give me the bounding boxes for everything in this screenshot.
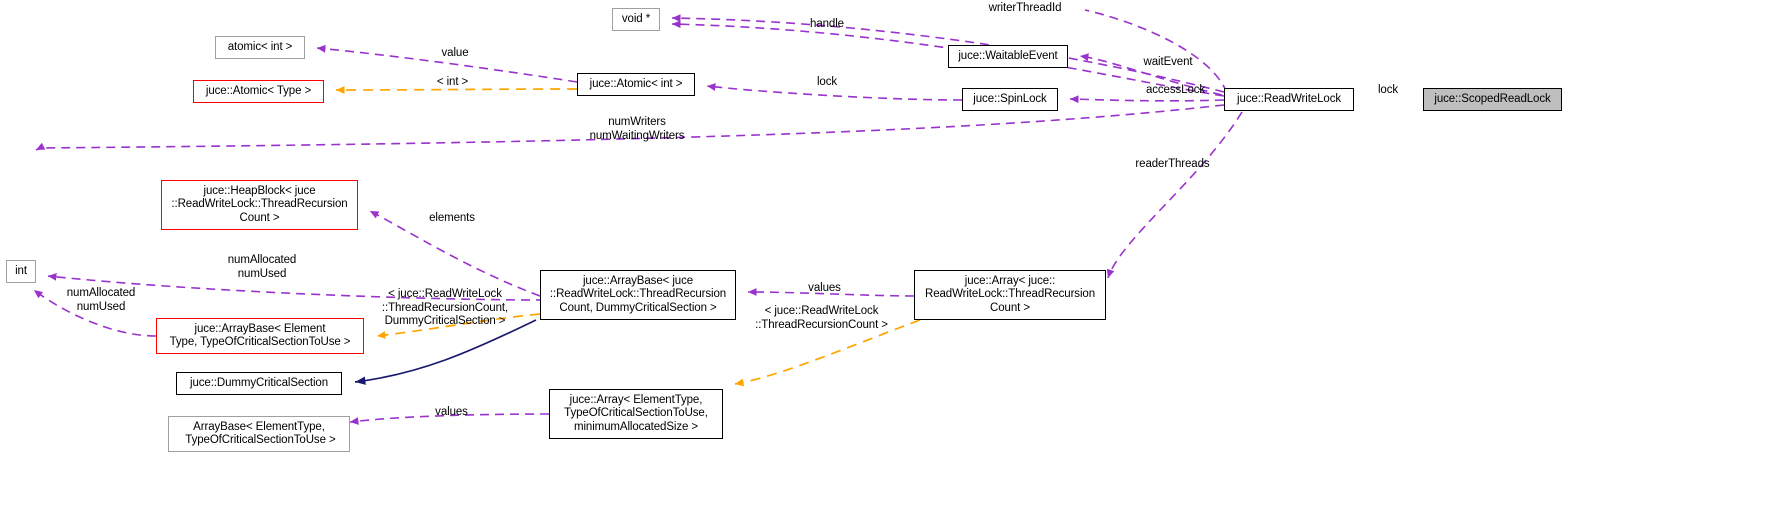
- node-dummycriticalsection[interactable]: juce::DummyCriticalSection: [176, 372, 342, 395]
- node-arraybase-threadrecursioncount[interactable]: juce::ArrayBase< juce ::ReadWriteLock::T…: [540, 270, 736, 320]
- edge-label-num-allocated-arraybase: numAllocated numUsed: [66, 287, 136, 313]
- node-arraybase-plain[interactable]: ArrayBase< ElementType, TypeOfCriticalSe…: [168, 416, 350, 452]
- inheritance-edges: [354, 319, 537, 385]
- template-edges: [335, 86, 921, 387]
- node-atomic-int-juce[interactable]: juce::Atomic< int >: [577, 73, 695, 96]
- node-arraybase-elementtype[interactable]: juce::ArrayBase< Element Type, TypeOfCri…: [156, 318, 364, 354]
- node-void-ptr[interactable]: void *: [612, 8, 660, 31]
- node-readwritelock[interactable]: juce::ReadWriteLock: [1224, 88, 1354, 111]
- edge-label-handle: handle: [810, 18, 844, 30]
- edge-label-values-array-trc: values: [808, 282, 841, 294]
- node-heapblock[interactable]: juce::HeapBlock< juce ::ReadWriteLock::T…: [161, 180, 358, 230]
- edge-label-values-array-element: values: [435, 406, 468, 418]
- node-array-elementtype[interactable]: juce::Array< ElementType, TypeOfCritical…: [549, 389, 723, 439]
- edge-label-lock-scopedreadlock: lock: [1377, 84, 1399, 96]
- edge-label-num-writers: numWriters numWaitingWriters: [589, 116, 685, 142]
- node-array-threadrecursioncount[interactable]: juce::Array< juce:: ReadWriteLock::Threa…: [914, 270, 1106, 320]
- edge-label-lock-spinlock: lock: [816, 76, 838, 88]
- node-waitable-event[interactable]: juce::WaitableEvent: [948, 45, 1068, 68]
- node-int[interactable]: int: [6, 260, 36, 283]
- edge-label-access-lock: accessLock: [1145, 84, 1206, 96]
- edge-label-num-allocated-heapblock: numAllocated numUsed: [227, 254, 297, 280]
- node-atomic-type[interactable]: juce::Atomic< Type >: [193, 80, 324, 103]
- edge-label-int-template: < int >: [436, 76, 469, 88]
- edge-label-reader-threads: readerThreads: [1135, 158, 1210, 170]
- node-atomic-int[interactable]: atomic< int >: [215, 36, 305, 59]
- node-scopedreadlock[interactable]: juce::ScopedReadLock: [1423, 88, 1562, 111]
- edge-label-template-trc-dummy: < juce::ReadWriteLock ::ThreadRecursionC…: [381, 288, 509, 327]
- edge-label-elements: elements: [429, 212, 475, 224]
- edge-label-writer-thread-id: writerThreadId: [988, 2, 1062, 14]
- edge-label-template-trc: < juce::ReadWriteLock ::ThreadRecursionC…: [755, 305, 888, 331]
- edge-label-wait-event: waitEvent: [1143, 56, 1193, 68]
- node-spinlock[interactable]: juce::SpinLock: [962, 88, 1058, 111]
- edge-label-value: value: [441, 47, 469, 59]
